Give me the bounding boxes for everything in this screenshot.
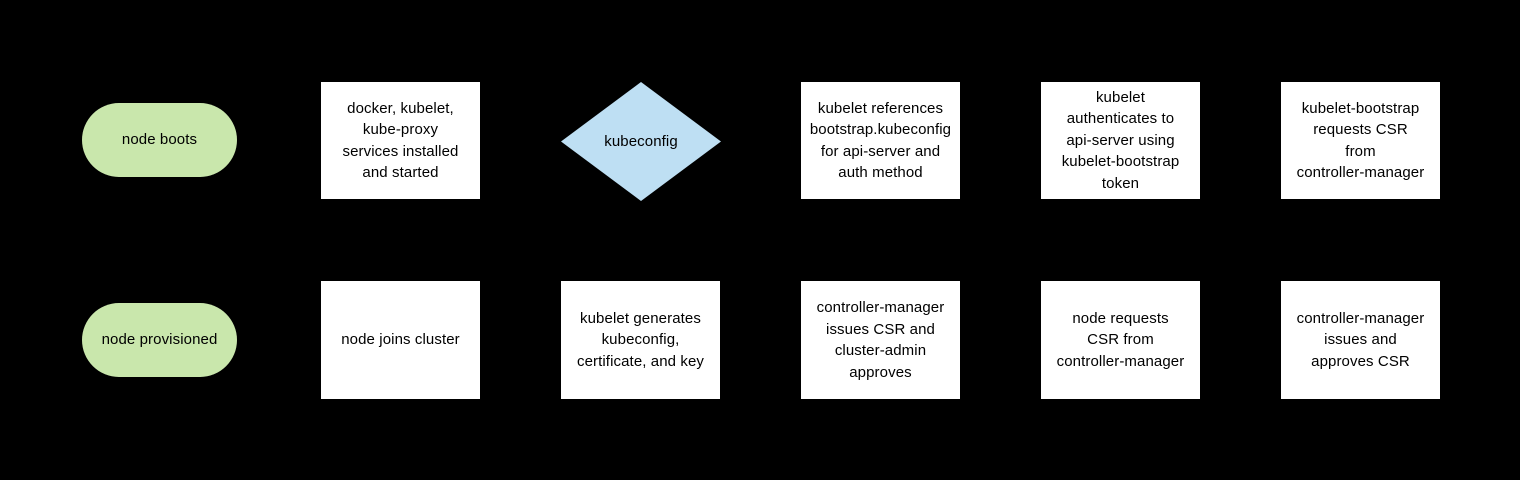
flow-node-label: kubelet-bootstrap requests CSR from cont… (1296, 99, 1425, 182)
flow-node-label: kubelet references bootstrap.kubeconfig … (809, 99, 952, 182)
flow-node-cm-issues-csr[interactable]: controller-manager issues CSR and cluste… (801, 281, 960, 399)
flow-node-label: node requests CSR from controller-manage… (1056, 309, 1185, 370)
flow-node-kubeconfig[interactable]: kubeconfig (561, 82, 721, 201)
flow-node-label: controller-manager issues and approves C… (1296, 309, 1425, 370)
flow-node-node-joins-cluster[interactable]: node joins cluster (321, 281, 480, 399)
flow-node-label: docker, kubelet, kube-proxy services ins… (342, 99, 459, 182)
flow-node-label: node provisioned (101, 331, 218, 349)
flow-node-label: kubelet authenticates to api-server usin… (1061, 88, 1180, 192)
flow-node-kubelet-references[interactable]: kubelet references bootstrap.kubeconfig … (801, 82, 960, 199)
flow-node-label: controller-manager issues CSR and cluste… (816, 299, 945, 381)
flow-node-bootstrap-requests-csr[interactable]: kubelet-bootstrap requests CSR from cont… (1281, 82, 1440, 199)
flow-node-label: node boots (121, 131, 198, 149)
flow-node-label: kubeconfig (604, 132, 678, 150)
flow-node-kubelet-generates[interactable]: kubelet generates kubeconfig, certificat… (561, 281, 720, 399)
flow-node-label: kubelet generates kubeconfig, certificat… (576, 309, 705, 370)
flow-node-node-boots[interactable]: node boots (82, 103, 237, 177)
flow-node-services-installed[interactable]: docker, kubelet, kube-proxy services ins… (321, 82, 480, 199)
flow-node-label: node joins cluster (341, 331, 460, 349)
flow-node-node-requests-csr[interactable]: node requests CSR from controller-manage… (1041, 281, 1200, 399)
flow-node-cm-issues-approves[interactable]: controller-manager issues and approves C… (1281, 281, 1440, 399)
flow-node-kubelet-authenticates[interactable]: kubelet authenticates to api-server usin… (1041, 82, 1200, 199)
flow-node-node-provisioned[interactable]: node provisioned (82, 303, 237, 377)
